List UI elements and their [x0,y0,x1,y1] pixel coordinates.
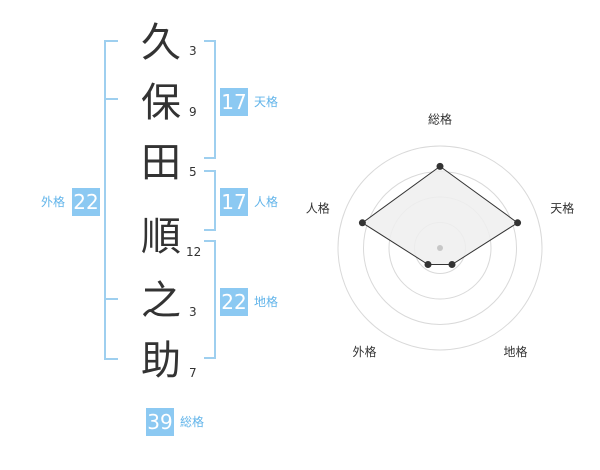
radar-polygon [361,165,519,265]
name-char-5: 之 [141,278,181,324]
name-char-1: 久 [141,20,181,66]
radar-axis-label: 地格 [503,344,527,359]
gaikaku-bracket-tick [104,98,118,100]
radar-point-4 [424,261,432,268]
radar-ring [337,145,543,351]
stroke-count-2: 9 [189,105,197,119]
name-char-6: 助 [141,338,181,384]
radar-axis-label: 人格 [306,200,330,215]
jinkaku-value: 17 [220,188,248,216]
gaikaku-bracket [104,40,118,360]
gaikaku-label: 外格 [41,195,66,209]
radar-center-point [437,245,443,251]
radar-axis-label: 天格 [550,200,574,215]
radar-point-1 [436,162,444,170]
name-char-3: 田 [141,140,181,186]
chikaku-label: 地格 [254,295,279,309]
radar-axis-label: 総格 [428,112,452,127]
name-char-4: 順 [141,214,181,260]
tenkaku-bracket [204,40,216,159]
radar-point-5 [358,219,366,227]
chikaku-value: 22 [220,288,248,316]
jinkaku-label: 人格 [254,195,279,209]
soukaku-value: 39 [146,408,174,436]
jinkaku-bracket [204,170,216,231]
tenkaku-value: 17 [220,88,248,116]
radar-point-2 [514,219,522,227]
stroke-count-5: 3 [189,305,197,319]
gaikaku-bracket-tick [104,298,118,300]
radar-axis-label: 外格 [352,344,376,359]
stroke-count-6: 7 [189,366,197,380]
stroke-count-4: 12 [186,245,202,259]
stroke-count-1: 3 [189,44,197,58]
chikaku-bracket [204,240,216,359]
stroke-count-3: 5 [189,165,197,179]
gaikaku-value: 22 [72,188,100,216]
radar-point-3 [448,261,456,268]
name-char-2: 保 [141,80,181,126]
soukaku-label: 総格 [180,415,205,429]
tenkaku-label: 天格 [254,95,279,109]
